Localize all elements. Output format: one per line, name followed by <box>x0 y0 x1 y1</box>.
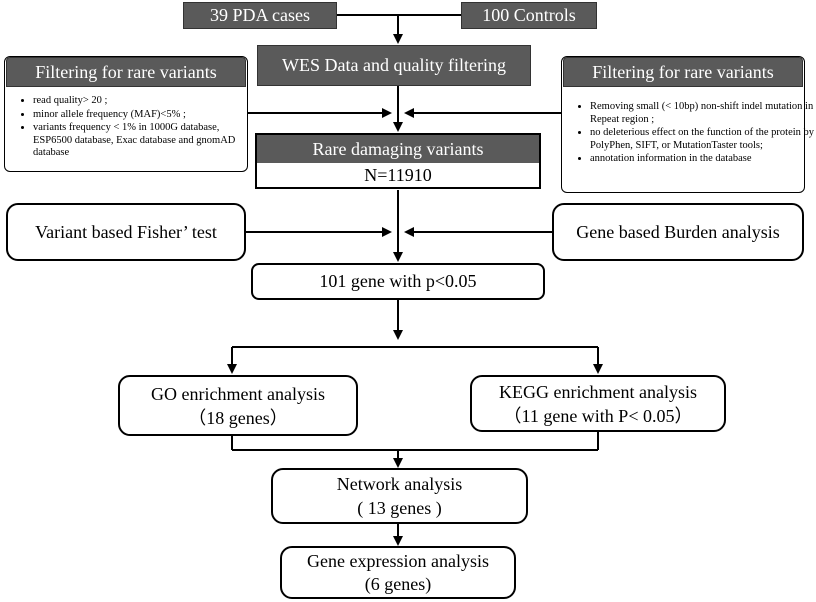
gene-expression-box: Gene expression analysis (6 genes) <box>280 546 516 599</box>
fisher-test-label: Variant based Fisher’ test <box>35 221 217 242</box>
list-item: Removing small (< 10bp) non-shift indel … <box>590 101 816 126</box>
left-filter-list: read quality> 20 ; minor allele frequenc… <box>11 95 259 161</box>
list-item: variants frequency < 1% in 1000G databas… <box>33 122 259 160</box>
kegg-enrichment-genes: （11 gene with P< 0.05） <box>503 405 693 426</box>
cases-box: 39 PDA cases <box>183 2 337 29</box>
rare-variants-title: Rare damaging variants <box>257 135 539 163</box>
burden-analysis-label: Gene based Burden analysis <box>576 221 780 242</box>
controls-box: 100 Controls <box>461 2 597 29</box>
gene-expression-genes: (6 genes) <box>364 573 432 594</box>
go-enrichment-genes: （18 genes） <box>188 407 288 428</box>
go-enrichment-box: GO enrichment analysis （18 genes） <box>118 375 358 436</box>
cases-label: 39 PDA cases <box>210 5 310 25</box>
left-filter-title-text: Filtering for rare variants <box>35 61 217 82</box>
rare-variants-title-text: Rare damaging variants <box>312 138 484 159</box>
network-analysis-box: Network analysis ( 13 genes ) <box>271 468 528 524</box>
genes-101-label: 101 gene with p<0.05 <box>319 271 477 291</box>
kegg-enrichment-box: KEGG enrichment analysis （11 gene with P… <box>470 375 726 432</box>
list-item: read quality> 20 ; <box>33 95 259 108</box>
list-item: minor allele frequency (MAF)<5% ; <box>33 109 259 122</box>
rare-variants-count: N=11910 <box>364 165 432 185</box>
right-filter-title: Filtering for rare variants <box>563 57 803 87</box>
list-item: no deleterious effect on the function of… <box>590 127 816 152</box>
genes-101-box: 101 gene with p<0.05 <box>251 263 545 300</box>
kegg-enrichment-title: KEGG enrichment analysis <box>499 381 697 402</box>
go-enrichment-title: GO enrichment analysis <box>151 383 325 404</box>
list-item: annotation information in the database <box>590 153 816 166</box>
left-filter-title: Filtering for rare variants <box>6 57 246 87</box>
gene-expression-title: Gene expression analysis <box>307 550 489 571</box>
controls-label: 100 Controls <box>482 5 576 25</box>
fisher-test-box: Variant based Fisher’ test <box>6 203 246 261</box>
left-filter-panel: Filtering for rare variants read quality… <box>4 56 248 172</box>
rare-variants-box: Rare damaging variants N=11910 <box>255 133 541 189</box>
right-filter-title-text: Filtering for rare variants <box>592 61 774 82</box>
wes-box: WES Data and quality filtering <box>257 45 531 86</box>
network-analysis-genes: ( 13 genes ) <box>357 498 442 518</box>
right-filter-list: Removing small (< 10bp) non-shift indel … <box>568 101 816 167</box>
burden-analysis-box: Gene based Burden analysis <box>552 203 804 261</box>
network-analysis-title: Network analysis <box>336 474 463 494</box>
right-filter-panel: Filtering for rare variants Removing sma… <box>561 56 814 193</box>
wes-label: WES Data and quality filtering <box>282 55 506 75</box>
